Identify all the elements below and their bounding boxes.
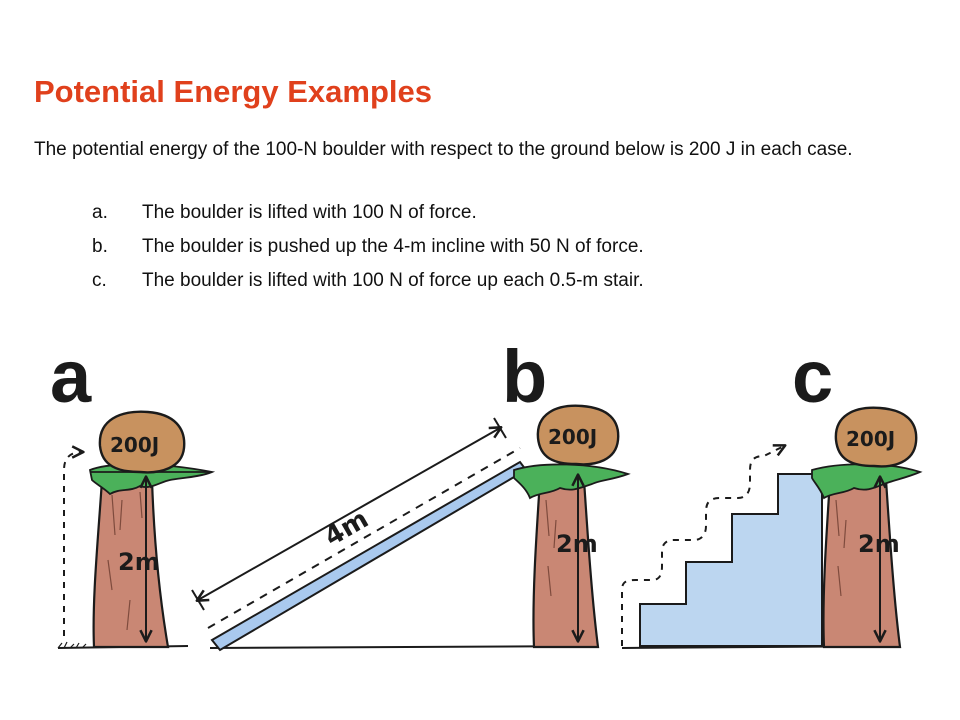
push-path <box>207 447 521 629</box>
panel-a: a 200J 2m <box>50 335 216 649</box>
incline-ramp <box>210 460 528 652</box>
case-text: The boulder is lifted with 100 N of forc… <box>142 202 477 223</box>
height-label: 2m <box>556 530 598 558</box>
grass-tufts <box>57 641 87 649</box>
case-marker: b. <box>92 236 108 257</box>
panel-letter-a: a <box>50 335 92 418</box>
boulder <box>834 406 918 468</box>
case-text: The boulder is lifted with 100 N of forc… <box>142 270 644 291</box>
panel-b: b 4m 200J 2m <box>191 335 631 652</box>
case-marker: a. <box>92 202 108 223</box>
boulder <box>536 404 620 466</box>
boulder-energy-label: 200J <box>548 425 597 449</box>
pillar-cracks <box>545 499 557 597</box>
panel-letter-c: c <box>792 335 833 418</box>
case-text: The boulder is pushed up the 4-m incline… <box>142 236 644 257</box>
pillar <box>532 478 600 649</box>
boulder <box>98 410 186 474</box>
incline-length-arrow <box>195 426 503 602</box>
page-title: Potential Energy Examples <box>34 74 432 109</box>
boulder-energy-label: 200J <box>846 427 895 451</box>
pillar <box>822 478 902 649</box>
height-label: 2m <box>858 530 900 558</box>
incline-label: 4m <box>320 504 374 553</box>
case-marker: c. <box>92 270 107 291</box>
panel-c: c 200J 2m <box>621 335 923 649</box>
intro-paragraph: The potential energy of the 100-N boulde… <box>34 139 853 160</box>
height-label: 2m <box>118 548 160 576</box>
pillar-cracks <box>835 499 847 597</box>
staircase <box>639 473 823 647</box>
lift-path-arrow <box>63 445 85 636</box>
dimension-ticks <box>191 417 507 611</box>
panel-letter-b: b <box>502 335 547 418</box>
boulder-energy-label: 200J <box>110 433 159 457</box>
